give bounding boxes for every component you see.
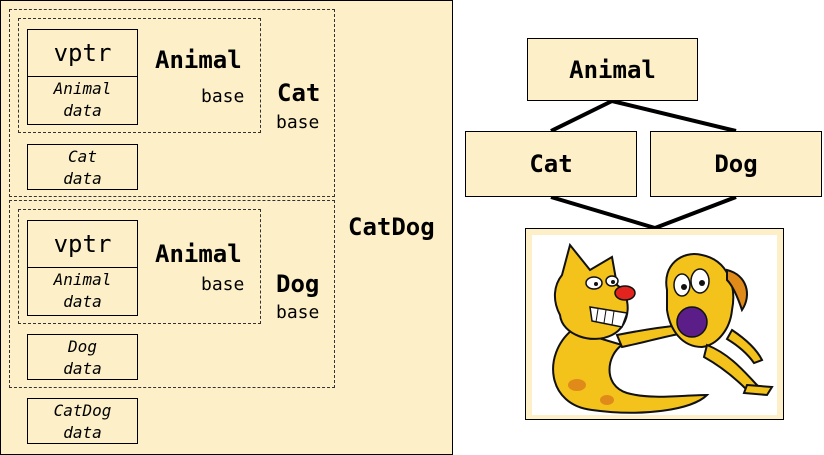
edge-dog-catdog	[654, 195, 737, 230]
cat-base-region	[9, 9, 335, 197]
cat-base-label: base	[276, 112, 320, 133]
catdog-data-box: CatDog data	[27, 398, 138, 444]
dog-vptr-box: vptr Animal data	[27, 220, 138, 316]
cat-animal-base-label: base	[201, 86, 245, 107]
dog-vptr-label: vptr	[28, 221, 137, 268]
cat-animal-base-region	[18, 18, 261, 133]
cat-data-box: Cat data	[27, 144, 138, 190]
edge-animal-dog	[611, 99, 737, 133]
edge-animal-cat	[550, 99, 613, 133]
dog-base-label: base	[276, 302, 320, 323]
edge-cat-catdog	[550, 195, 656, 230]
node-dog: Dog	[650, 131, 822, 197]
dog-data-box: Dog data	[27, 334, 138, 380]
dog-label: Dog	[276, 270, 320, 298]
catdog-illustration-frame	[525, 228, 784, 420]
cat-label: Cat	[277, 79, 321, 107]
dog-animal-data: Animal data	[53, 270, 112, 311]
cat-vptr-label: vptr	[28, 30, 137, 77]
dog-animal-base-region	[18, 209, 261, 324]
dog-animal-base-label: base	[201, 274, 245, 295]
catdog-cartoon-image	[532, 235, 777, 415]
node-animal: Animal	[527, 38, 698, 101]
dog-animal-label: Animal	[155, 240, 242, 268]
catdog-label: CatDog	[348, 213, 435, 241]
node-cat: Cat	[465, 131, 637, 197]
cat-animal-data: Animal data	[53, 79, 112, 120]
dog-base-region	[9, 200, 335, 388]
cat-animal-label: Animal	[155, 46, 242, 74]
cat-vptr-box: vptr Animal data	[27, 29, 138, 125]
